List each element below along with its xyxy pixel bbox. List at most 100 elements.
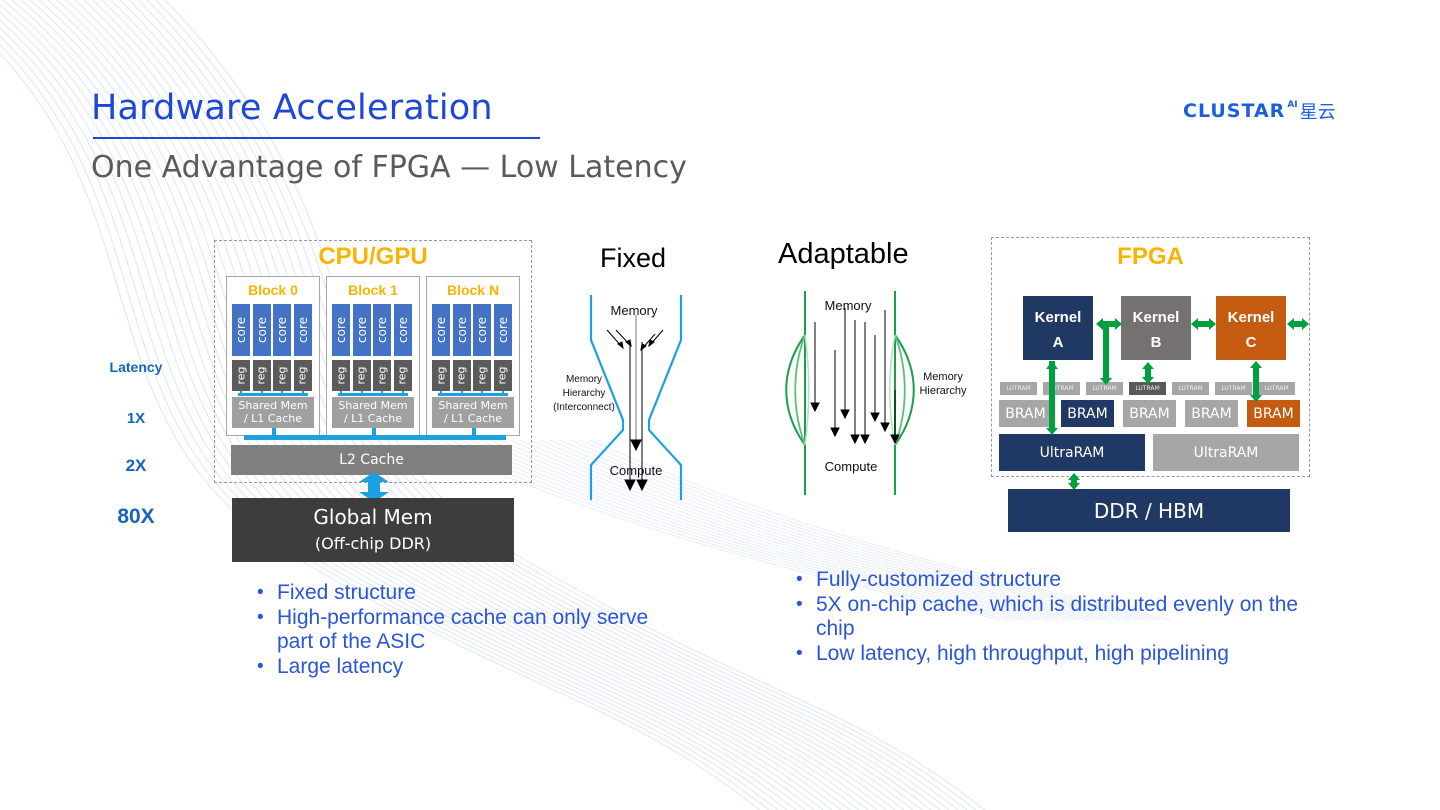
arrowhead-icon [890,434,900,445]
core-unit: core [293,304,312,356]
global-memory: Global Mem (Off-chip DDR) [232,498,514,562]
arrowhead-icon [830,427,840,438]
global-memory-line2: (Off-chip DDR) [314,534,432,553]
bullet-item: Large latency [257,655,657,680]
adaptable-hierarchy-line1: Memory [923,371,963,383]
core-label: core [234,317,248,343]
adaptable-arrows [810,308,900,445]
bram-block: BRAM [1061,400,1114,427]
register-bus [338,393,408,396]
register-label: reg [296,366,309,385]
adaptable-hierarchy-label: Memory Hierarchy [915,370,971,398]
core-label: core [275,317,289,343]
block-label: Block 0 [248,282,298,298]
register-label: reg [275,366,289,385]
shared-memory-text: Shared Mem [238,399,308,412]
core-label: core [254,317,269,343]
fpga-container [991,237,1310,477]
kernel-label: Kernel [1132,309,1180,326]
shared-memory-text: / L1 Cache [443,412,503,425]
register-unit: reg [293,360,312,391]
lutram-block: LUTRAM [1086,382,1123,395]
lutram-block: LUTRAM [1172,382,1209,395]
bram-block: BRAM [1123,400,1176,427]
lutram-block: LUTRAM [1258,382,1295,395]
ultraram-block: UltraRAM [999,434,1145,471]
register-label: reg [434,366,448,385]
global-memory-line1: Global Mem [313,505,433,529]
core-label: core [334,317,348,343]
core-label: core [295,317,310,343]
lutram-block: LUTRAM [1215,382,1252,395]
bram-block: BRAM [999,400,1052,427]
lutram-block: LUTRAM [1000,382,1037,395]
l2-cache: L2 Cache [231,445,512,475]
logo-text: CLUSTAR [1183,100,1286,122]
shared-memory-l1-cache: Shared Mem/ L1 Cache [432,397,514,428]
register-label: reg [375,366,389,385]
fixed-hierarchy-line1: Memory [565,374,603,385]
register-unit: reg [232,360,250,391]
core-unit: core [352,304,371,356]
arrowhead-icon [810,402,820,413]
page-title: Hardware Acceleration [91,88,493,128]
core-unit: core [432,304,450,356]
ultraram-block: UltraRAM [1153,434,1299,471]
arrowhead-icon [870,412,880,423]
l1-drop-line [372,428,376,437]
register-label: reg [355,366,368,385]
kernel-label: C [1245,334,1257,351]
register-label: reg [255,366,268,385]
block-label: Block N [446,282,500,298]
core-unit: core [232,304,250,356]
kernel-label: Kernel [1227,309,1275,326]
ultraram-ddr-bidirectional-arrow-icon [1068,473,1080,490]
register-label: reg [234,366,248,385]
register-label: reg [496,366,509,385]
core-unit: core [332,304,350,356]
register-label: reg [455,366,468,385]
fixed-compute-label: Compute [609,463,663,478]
register-label: reg [475,366,489,385]
l1-drop-line [472,428,476,437]
logo-chinese-text: 星云 [1299,102,1336,123]
kernel-label: Kernel [1034,309,1082,326]
core-unit: core [393,304,412,356]
adaptable-compute-label: Compute [824,459,878,474]
latency-label: Latency [109,359,163,375]
adaptable-hierarchy-line2: Hierarchy [919,385,967,397]
arrowhead-icon [850,434,860,445]
register-unit: reg [273,360,291,391]
latency-level-2x: 2X [125,456,147,475]
l1-drop-line [272,428,276,437]
lutram-block: LUTRAM [1129,382,1166,395]
shared-memory-text: / L1 Cache [243,412,303,425]
register-unit: reg [393,360,412,391]
page-subtitle: One Advantage of FPGA — Low Latency [91,150,687,185]
shared-memory-l1-cache: Shared Mem/ L1 Cache [332,397,414,428]
fpga-bullet-list: Fully-customized structure 5X on-chip ca… [796,568,1316,666]
register-unit: reg [352,360,371,391]
block-label: Block 1 [348,282,398,298]
cpu-gpu-bullet-list: Fixed structure High-performance cache c… [257,581,657,679]
l1-to-l2-bus [244,435,506,440]
shared-memory-text: Shared Mem [438,399,508,412]
fpga-title: FPGA [1117,243,1184,270]
kernel-a-to-ultraram-arrow-icon [1046,361,1058,435]
fixed-hierarchy-line3: (Interconnect) [553,402,615,413]
latency-level-80x: 80X [117,505,155,528]
core-unit: core [452,304,471,356]
core-unit: core [252,304,271,356]
l2-global-bidirectional-arrow-icon [359,472,389,502]
cpu-gpu-title: CPU/GPU [318,243,428,270]
fixed-hierarchy-line2: Hierarchy [562,388,606,399]
arrowhead-icon [860,434,870,445]
kernel-label: B [1150,334,1162,351]
fpga-green-arrows [1046,318,1309,490]
kernel-b-lutram-bidirectional-arrow-icon [1142,362,1154,384]
shared-memory-text: / L1 Cache [343,412,403,425]
adaptable-diagram [785,291,915,495]
